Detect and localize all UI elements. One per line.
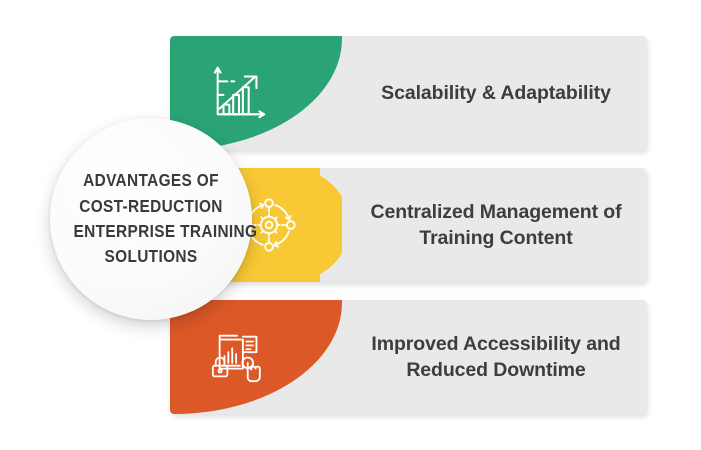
benefit-label-1: Scalability & Adaptability xyxy=(346,36,646,150)
main-title-line-2: COST-REDUCTION xyxy=(79,195,223,216)
benefit-label-2-line-2: Training Content xyxy=(419,227,573,249)
main-title-line-4: SOLUTIONS xyxy=(104,246,198,267)
color-wedge-3 xyxy=(170,300,342,414)
benefit-label-3-line-1: Improved Accessibility and xyxy=(371,332,621,355)
benefit-label-2-line-1: Centralized Management of xyxy=(370,200,622,223)
main-title-circle: ADVANTAGES OF COST-REDUCTION ENTERPRISE … xyxy=(50,118,258,320)
benefit-row-1[interactable]: Scalability & Adaptability xyxy=(170,36,646,150)
benefit-label-3: Improved Accessibility and Reduced Downt… xyxy=(346,300,646,414)
benefit-label-3-line-2: Reduced Downtime xyxy=(406,359,586,381)
benefit-label-2: Centralized Management of Training Conte… xyxy=(346,168,646,282)
main-title-text: ADVANTAGES OF COST-REDUCTION ENTERPRISE … xyxy=(73,168,258,270)
benefit-row-3[interactable]: Improved Accessibility and Reduced Downt… xyxy=(170,300,646,414)
main-title-line-3: ENTERPRISE TRAINING xyxy=(73,221,258,241)
benefit-label-1-line-1: Scalability & Adaptability xyxy=(381,81,611,104)
main-title-line-1: ADVANTAGES OF xyxy=(83,170,219,191)
